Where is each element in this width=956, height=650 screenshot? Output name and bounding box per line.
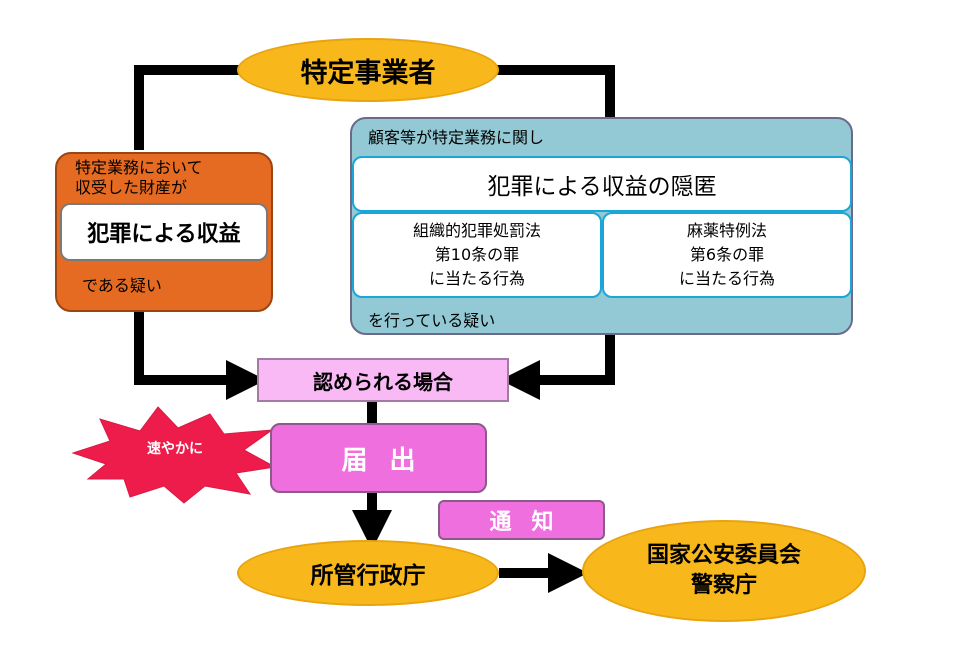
organized-crime-line-1: 組織的犯罪処罰法: [412, 221, 541, 240]
blue-box-top-text: 顧客等が特定業務に関し: [368, 128, 545, 147]
criminal-proceeds-text: 犯罪による収益: [87, 222, 241, 247]
organized-crime-line-2: 第10条の罪: [434, 245, 520, 264]
if-recognized-text: 認められる場合: [313, 369, 453, 394]
narcotics-line-2: 第6条の罪: [689, 245, 765, 264]
narcotics-line-1: 麻薬特例法: [686, 221, 767, 240]
national-public-safety-commission: 国家公安委員会 警察庁: [582, 520, 866, 622]
admin-office-text: 所管行政庁: [310, 563, 426, 589]
organized-crime-act-box: 組織的犯罪処罰法 第10条の罪 に当たる行為: [352, 212, 602, 298]
notice-box: 通知: [438, 500, 605, 540]
orange-box-top-text: 特定業務において 収受した財産が: [75, 158, 203, 198]
right-arrow: [500, 335, 615, 400]
organized-crime-line-3: に当たる行為: [428, 269, 525, 288]
narcotics-line-3: に当たる行為: [678, 269, 775, 288]
report-text: 届出: [341, 445, 438, 476]
left-arrow: [134, 312, 266, 400]
report-box: 届出: [270, 423, 487, 493]
specified-business-operator: 特定事業者: [237, 38, 499, 102]
concealment-label: 犯罪による収益の隠匿: [352, 156, 852, 212]
narcotics-act-box: 麻薬特例法 第6条の罪 に当たる行為: [602, 212, 852, 298]
blue-box-bottom-text: を行っている疑い: [368, 311, 496, 330]
orange-box-bottom-text: である疑い: [82, 276, 162, 295]
promptly-label: 速やかに: [147, 441, 203, 457]
notice-text: 通知: [489, 510, 574, 535]
competent-administrative-agency: 所管行政庁: [237, 540, 499, 606]
specified-business-operator-label: 特定事業者: [300, 57, 436, 89]
right-connector: [497, 65, 615, 117]
criminal-proceeds-label: 犯罪による収益: [60, 203, 268, 261]
orange-top-line-2: 収受した財産が: [75, 178, 188, 197]
orange-top-line-1: 特定業務において: [75, 158, 203, 177]
concealment-text: 犯罪による収益の隠匿: [487, 174, 717, 200]
left-connector: [134, 65, 240, 150]
if-recognized-box: 認められる場合: [257, 358, 509, 402]
npsc-line-1: 国家公安委員会: [646, 543, 801, 568]
npsc-line-2: 警察庁: [690, 573, 757, 598]
